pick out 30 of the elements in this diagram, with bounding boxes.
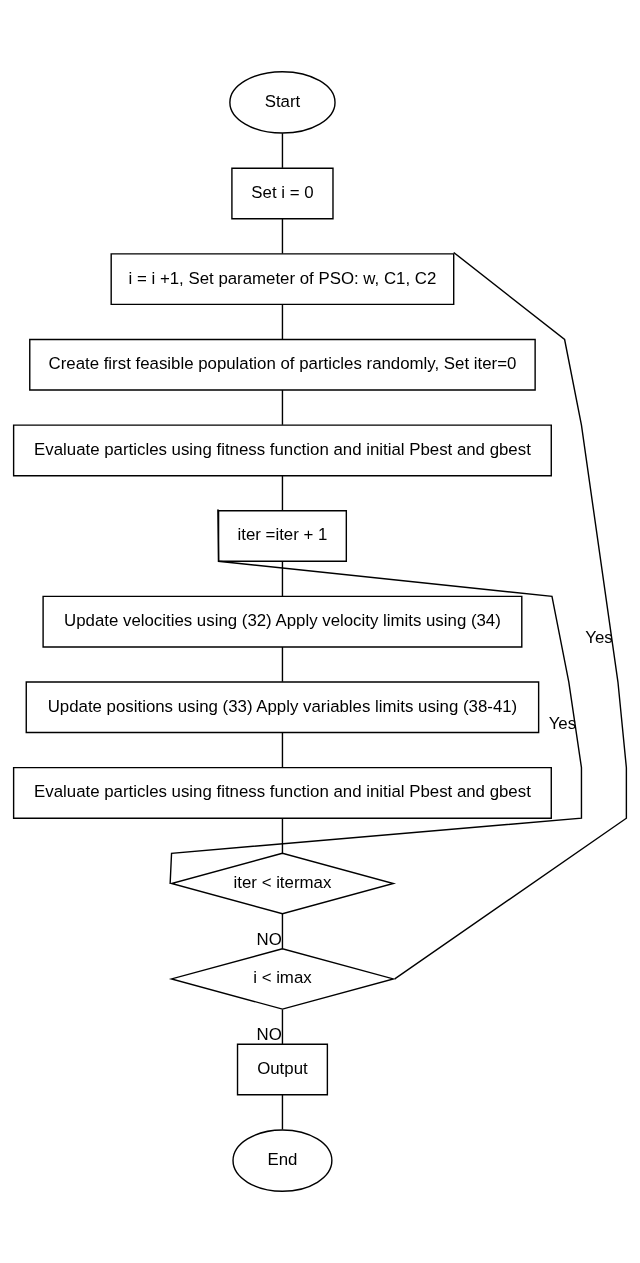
connector	[281, 132, 284, 169]
node-diamond: i < imax	[168, 948, 396, 1010]
node-box: Evaluate particles using fitness function and initial Pbest and gbest	[12, 424, 552, 477]
connector	[281, 475, 284, 512]
connector	[281, 817, 284, 854]
node-box: Output	[236, 1043, 329, 1096]
node-box: iter =iter + 1	[217, 510, 347, 562]
edge-label: NO	[256, 1025, 282, 1045]
node-diamond: iter < itermax	[168, 852, 396, 915]
connector	[281, 1094, 284, 1131]
connector	[281, 303, 284, 340]
node-box: Set i = 0	[231, 167, 334, 220]
connector	[169, 508, 583, 885]
connector	[281, 389, 284, 426]
connector	[281, 731, 284, 769]
node-ellipse: End	[232, 1129, 333, 1192]
connector	[281, 560, 284, 597]
node-ellipse: Start	[229, 71, 336, 134]
node-box: Update positions using (33) Apply variables limits using (38-41)	[25, 681, 540, 734]
node-box: Evaluate particles using fitness function and initial Pbest and gbest	[12, 766, 552, 819]
connector	[281, 218, 284, 255]
connector	[281, 1008, 284, 1045]
connector	[281, 646, 284, 683]
edge-label: NO	[256, 929, 282, 949]
node-box: i = i +1, Set parameter of PSO: w, C1, C2	[110, 253, 455, 306]
node-box: Create first feasible population of particles randomly, Set iter=0	[29, 338, 536, 391]
node-box: Update velocities using (32) Apply velocity limits using (34)	[42, 595, 523, 648]
edge-label: Yes	[585, 628, 613, 647]
connector	[281, 913, 284, 950]
connector	[394, 251, 628, 980]
